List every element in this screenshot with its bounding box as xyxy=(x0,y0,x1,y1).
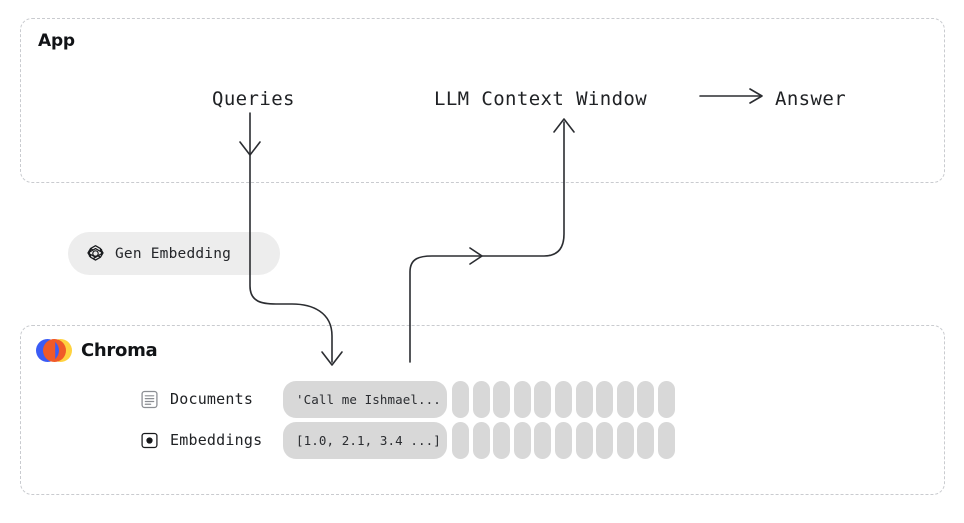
placeholder-bar xyxy=(616,381,634,418)
row-embeddings: Embeddings xyxy=(140,426,262,454)
gen-embedding-pill[interactable]: Gen Embedding xyxy=(68,232,280,275)
row-documents: Documents xyxy=(140,385,253,413)
placeholder-bar xyxy=(555,381,572,418)
placeholder-bar xyxy=(513,381,531,418)
embedding-dot-icon xyxy=(141,432,158,448)
placeholder-bar xyxy=(575,381,593,418)
arrowhead-chroma-to-llm-mid xyxy=(469,247,483,265)
chroma-logo-disc-red-overlap xyxy=(43,338,56,362)
placeholder-bar xyxy=(555,422,572,459)
openai-icon xyxy=(87,245,104,261)
gen-embedding-label: Gen Embedding xyxy=(115,245,232,262)
chroma-wordmark: Chroma xyxy=(81,339,158,361)
placeholder-bar xyxy=(472,381,490,418)
placeholder-bar xyxy=(472,422,490,459)
chroma-logo-icon xyxy=(36,338,72,362)
placeholder-bar xyxy=(658,381,675,418)
placeholder-bar xyxy=(452,381,469,418)
placeholder-bar xyxy=(534,422,552,459)
placeholder-bar xyxy=(658,422,675,459)
value-box-embeddings: [1.0, 2.1, 3.4 ...] xyxy=(283,422,447,459)
placeholder-bar-grid xyxy=(452,381,682,459)
value-documents-text: 'Call me Ishmael... xyxy=(296,392,441,407)
placeholder-bar xyxy=(493,381,511,418)
placeholder-bar xyxy=(534,381,552,418)
placeholder-bar xyxy=(637,422,655,459)
queries-label: Queries xyxy=(212,88,295,110)
row-documents-label: Documents xyxy=(170,390,254,408)
llm-context-window-label: LLM Context Window xyxy=(434,88,648,110)
placeholder-bar xyxy=(637,381,655,418)
placeholder-bar xyxy=(493,422,511,459)
value-embeddings-text: [1.0, 2.1, 3.4 ...] xyxy=(296,433,441,448)
placeholder-bar xyxy=(616,422,634,459)
row-embeddings-label: Embeddings xyxy=(170,431,263,449)
answer-label: Answer xyxy=(775,88,847,110)
placeholder-bar xyxy=(596,422,614,459)
chroma-brand: Chroma xyxy=(36,337,158,363)
placeholder-bar xyxy=(513,422,531,459)
placeholder-bar xyxy=(575,422,593,459)
placeholder-bar xyxy=(596,381,614,418)
document-icon xyxy=(141,390,158,408)
app-panel-title: App xyxy=(38,31,75,51)
placeholder-bar xyxy=(452,422,469,459)
value-box-documents: 'Call me Ishmael... xyxy=(283,381,447,418)
